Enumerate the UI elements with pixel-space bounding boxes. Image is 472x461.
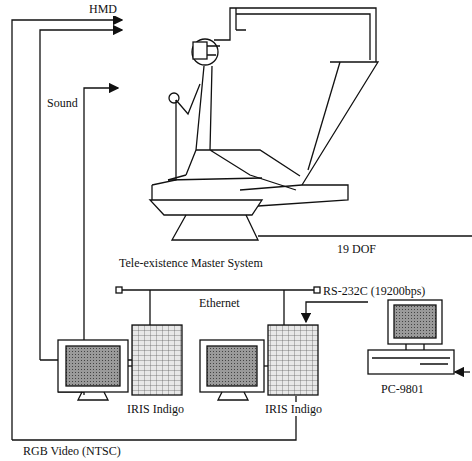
dof-label: 19 DOF [336,242,377,256]
system-label: Tele-existence Master System [118,256,264,270]
hmd-label: HMD [88,2,118,16]
serial-label: RS-232C (19200bps) [322,284,426,298]
signal-label: RGB Video (NTSC) [22,444,122,458]
signal-label: Sound [46,96,79,110]
computer-label: IRIS Indigo [126,402,185,416]
computer-label: PC-9801 [380,382,425,396]
computer-label: IRIS Indigo [264,402,323,416]
network-label: Ethernet [198,296,241,310]
